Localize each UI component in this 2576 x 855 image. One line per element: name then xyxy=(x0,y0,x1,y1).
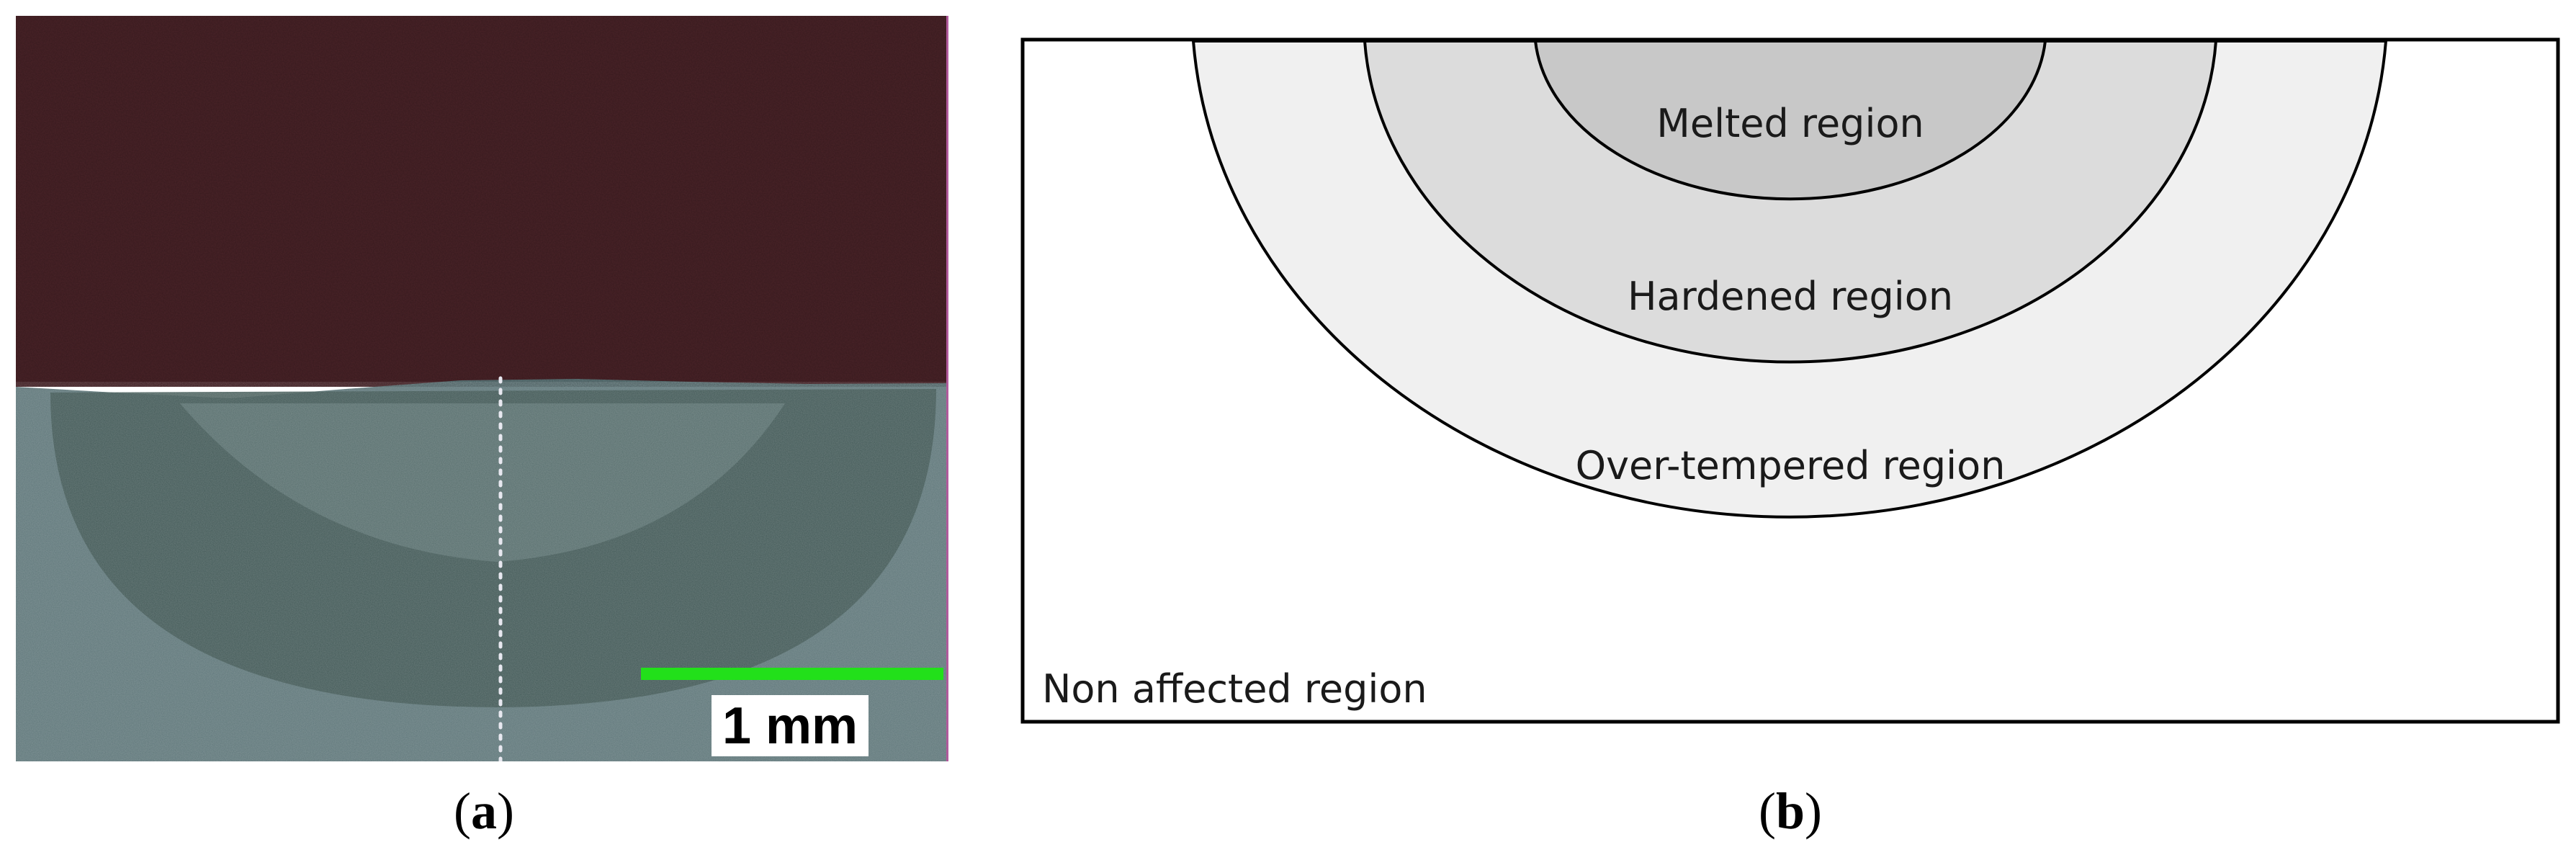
scale-bar-label-background xyxy=(712,695,869,756)
resin-texture xyxy=(16,16,947,387)
caption-a-close: ) xyxy=(497,782,514,840)
caption-b: (b) xyxy=(1759,782,1822,840)
caption-a-open: ( xyxy=(454,782,471,840)
panel-a-micrograph: 1 mm xyxy=(16,16,947,761)
caption-a-letter: a xyxy=(471,782,497,840)
caption-b-letter: b xyxy=(1776,782,1805,840)
non-affected-region-label: Non affected region xyxy=(1042,666,1427,712)
schematic-frame xyxy=(1020,37,2560,724)
hardened-region-label: Hardened region xyxy=(1628,274,1953,319)
melted-region xyxy=(1533,40,2047,201)
scale-bar-label: 1 mm xyxy=(722,697,858,755)
over-tempered-region-label: Over-tempered region xyxy=(1576,443,2006,488)
caption-a: (a) xyxy=(454,782,514,840)
scale-bar xyxy=(641,668,943,680)
panel-a-right-edge xyxy=(946,16,948,761)
melted-region-label: Melted region xyxy=(1656,101,1924,146)
caption-b-open: ( xyxy=(1759,782,1776,840)
caption-b-close: ) xyxy=(1805,782,1822,840)
panel-b-schematic: Melted region Hardened region Over-tempe… xyxy=(1020,37,2560,724)
